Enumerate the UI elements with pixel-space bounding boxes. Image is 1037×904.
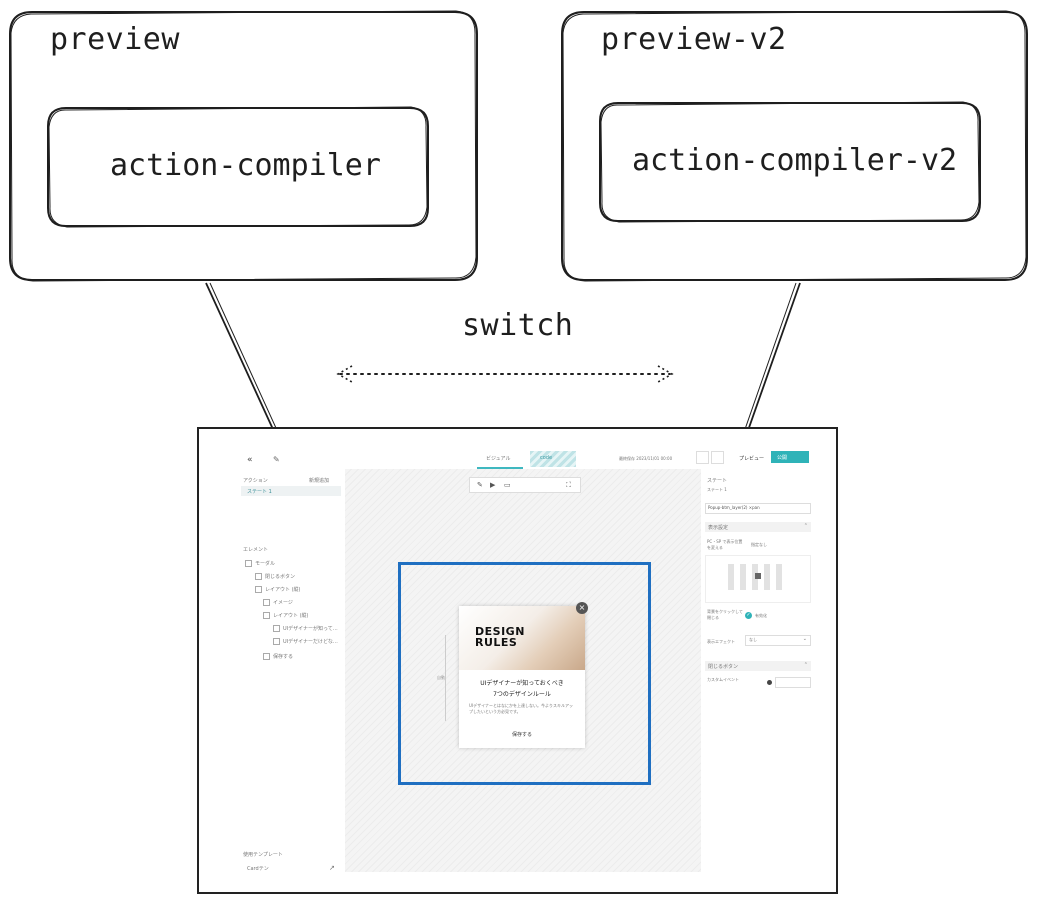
tree-item[interactable]: イメージ bbox=[263, 599, 293, 606]
preview-box bbox=[9, 10, 478, 282]
animation-select[interactable]: なし ⌄ bbox=[745, 635, 811, 646]
add-action-button[interactable]: 新規追加 bbox=[309, 478, 330, 484]
back-icon[interactable]: « bbox=[247, 455, 253, 465]
close-icon[interactable]: × bbox=[576, 602, 588, 614]
tree-item[interactable]: UIデザイナーが知って… bbox=[273, 625, 338, 632]
tree-item[interactable]: レイアウト (縦) bbox=[255, 586, 301, 593]
canvas-toolbar: ✎ ▶ ▭ ⛶ bbox=[469, 477, 581, 493]
height-guide bbox=[445, 635, 446, 721]
action-item-selected[interactable]: ステート 1 bbox=[241, 486, 341, 496]
modal-title-2: 7つのデザインルール bbox=[493, 691, 551, 698]
element-tree: モーダル 閉じるボタン レイアウト (縦) イメージ レイアウト (縦) UIデ… bbox=[199, 557, 345, 667]
layer-field[interactable]: Popup-btm_layer(2) ×pan bbox=[705, 503, 811, 514]
chevron-up-icon: ⌃ bbox=[803, 662, 808, 668]
action-compiler-v2-label: action-compiler-v2 bbox=[632, 143, 958, 178]
close-section-header[interactable]: 閉じるボタン ⌃ bbox=[705, 661, 811, 671]
action-compiler-label: action-compiler bbox=[110, 148, 381, 183]
tree-item[interactable]: UIデザイナーだけどな… bbox=[273, 638, 338, 645]
play-icon[interactable]: ▶ bbox=[490, 481, 496, 489]
display-section-header[interactable]: 表示設定 ⌃ bbox=[705, 522, 811, 532]
editor-left-panel: アクション 新規追加 ステート 1 エレメント モーダル 閉じるボタン レイアウ… bbox=[199, 469, 345, 892]
chevron-down-icon: ⌄ bbox=[802, 636, 807, 642]
tab-code-label: code bbox=[540, 455, 553, 461]
toggle-label[interactable]: 指定なし bbox=[751, 542, 767, 547]
switch-arrow bbox=[336, 365, 674, 383]
state-title: ステート bbox=[707, 478, 728, 484]
canvas-highlight-frame bbox=[398, 562, 651, 785]
tab-visual-underline bbox=[477, 467, 523, 469]
pen-icon[interactable]: ✎ bbox=[477, 481, 483, 489]
editor-right-panel: ステート ステート 1 Popup-btm_layer(2) ×pan 表示設定… bbox=[701, 469, 836, 892]
chevron-up-icon: ⌃ bbox=[803, 523, 808, 529]
design-rules-logo: DESIGN RULES bbox=[475, 625, 525, 649]
tab-code[interactable]: code bbox=[530, 451, 576, 467]
template-name: Cardテン bbox=[247, 866, 269, 872]
save-status: 最終保存 2023/11/01 00:00 bbox=[619, 456, 673, 461]
action-item-label: ステート 1 bbox=[247, 489, 272, 495]
editor-topbar: « ✎ ビジュアル code 最終保存 2023/11/01 00:00 プレビ… bbox=[199, 429, 836, 469]
tree-item[interactable]: レイアウト (縦) bbox=[263, 612, 309, 619]
elements-heading: エレメント bbox=[243, 547, 269, 553]
preview-v2-label: preview-v2 bbox=[601, 22, 787, 57]
position-picker[interactable] bbox=[705, 555, 811, 603]
edit-icon[interactable]: ✎ bbox=[273, 455, 280, 464]
tree-item[interactable]: 閉じるボタン bbox=[255, 573, 295, 580]
pc-sp-label: PC・SP で表示位置を変える bbox=[707, 539, 743, 550]
tree-item[interactable]: モーダル bbox=[245, 560, 275, 567]
tab-visual[interactable]: ビジュアル bbox=[486, 456, 511, 462]
checkbox-checked-icon[interactable]: ✓ bbox=[745, 612, 752, 619]
animation-label: 表示エフェクト bbox=[707, 639, 735, 644]
fullscreen-icon[interactable]: ⛶ bbox=[566, 481, 571, 489]
editor-screenshot: « ✎ ビジュアル code 最終保存 2023/11/01 00:00 プレビ… bbox=[197, 427, 838, 894]
actions-heading: アクション bbox=[243, 478, 268, 484]
redo-button[interactable] bbox=[711, 451, 724, 464]
modal-save-button[interactable]: 保存する bbox=[511, 732, 532, 738]
publish-button[interactable]: 公開 bbox=[771, 451, 809, 463]
template-heading: 使用テンプレート bbox=[243, 852, 283, 858]
external-link-icon[interactable]: ↗ bbox=[329, 864, 335, 872]
action-compiler-v2-box bbox=[599, 101, 981, 223]
click-close-label: 背景をクリックして閉じる bbox=[707, 609, 743, 620]
publish-label: 公開 bbox=[777, 455, 788, 461]
preview-label: preview bbox=[50, 22, 180, 57]
position-center-icon bbox=[755, 573, 761, 579]
action-compiler-box bbox=[47, 106, 429, 228]
undo-button[interactable] bbox=[696, 451, 709, 464]
modal-body: UIデザイナーとはなにかを上達しない。今よりスキルアップしたいという方必見です。 bbox=[469, 703, 573, 714]
modal-preview: DESIGN RULES × UIデザイナーが知っておくべき 7つのデザインルー… bbox=[459, 602, 588, 748]
layout-icon[interactable]: ▭ bbox=[504, 481, 511, 489]
preview-button[interactable]: プレビュー bbox=[739, 456, 765, 462]
modal-title-1: UIデザイナーが知っておくべき bbox=[480, 680, 564, 687]
custom-event-field[interactable] bbox=[775, 677, 811, 688]
height-badge: 自動 bbox=[437, 675, 445, 680]
custom-event-label: カスタムイベント bbox=[707, 677, 739, 682]
switch-label: switch bbox=[462, 308, 574, 343]
modal-image: DESIGN RULES bbox=[459, 606, 585, 670]
enabled-label: 有効化 bbox=[755, 613, 767, 618]
state-sub: ステート 1 bbox=[707, 487, 727, 492]
tree-item[interactable]: 保存する bbox=[263, 653, 293, 660]
help-icon[interactable] bbox=[767, 680, 772, 685]
preview-v2-box bbox=[561, 10, 1028, 282]
